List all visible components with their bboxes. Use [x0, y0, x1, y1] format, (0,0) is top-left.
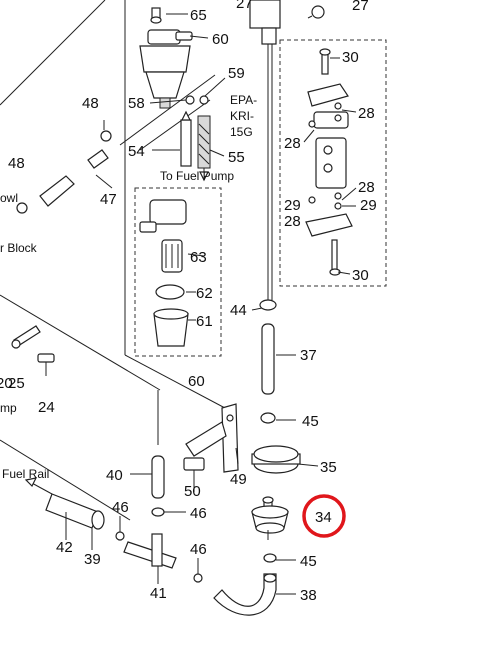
callout-45a: 45: [302, 413, 319, 430]
callout-29a: 29: [284, 197, 301, 214]
callout-65: 65: [190, 7, 207, 24]
callout-60b: 60: [188, 373, 205, 390]
callout-28d: 28: [284, 213, 301, 230]
callout-38: 38: [300, 587, 317, 604]
label-epa-line2: KRI-: [230, 109, 254, 123]
callout-62: 62: [196, 285, 213, 302]
callout-34: 34: [315, 509, 332, 526]
callout-63: 63: [190, 249, 207, 266]
label-bowl-fragment: owl: [0, 191, 18, 205]
fuel-rail-pipe: [24, 477, 105, 530]
callout-50: 50: [184, 483, 201, 500]
label-to-fuel-pump: To Fuel Pump: [160, 169, 234, 183]
callout-48a: 48: [82, 95, 99, 112]
callout-20: 20: [0, 375, 13, 392]
bracket-49: [185, 403, 239, 473]
label-epa-line3: 15G: [230, 125, 253, 139]
filter-kit-parts: [139, 199, 189, 347]
callout-54: 54: [128, 143, 145, 160]
fuel-pump-assembly: [305, 48, 353, 276]
callout-59: 59: [228, 65, 245, 82]
callout-24: 24: [38, 399, 55, 416]
label-pump-fragment: mp: [0, 401, 17, 415]
callout-58: 58: [128, 95, 145, 112]
callout-42: 42: [56, 539, 73, 556]
hose-38: [213, 553, 277, 616]
callout-40: 40: [106, 467, 123, 484]
callout-35: 35: [320, 459, 337, 476]
callout-numbers: 27 27 65 60 59 58 48 48 47 54 55 30 28 2…: [0, 0, 377, 604]
callout-39: 39: [84, 551, 101, 568]
callout-47: 47: [100, 191, 117, 208]
highlight-circle-34: [302, 494, 346, 538]
frame-lines: [0, 0, 226, 521]
callout-45b: 45: [300, 553, 317, 570]
callout-61: 61: [196, 313, 213, 330]
callout-28c: 28: [358, 179, 375, 196]
callout-48b: 48: [8, 155, 25, 172]
callout-49: 49: [230, 471, 247, 488]
callout-46a: 46: [112, 499, 129, 516]
label-epa-line1: EPA-: [230, 93, 257, 107]
fuel-filter-34: [251, 496, 289, 540]
label-block-fragment: r Block: [0, 241, 38, 255]
vertical-fuel-line: [249, 0, 325, 424]
callout-46c: 46: [190, 541, 207, 558]
bolt-50: [183, 457, 205, 484]
callout-29b: 29: [360, 197, 377, 214]
callout-46b: 46: [190, 505, 207, 522]
filter-kit-detail-box: [134, 187, 222, 357]
callout-28a: 28: [358, 105, 375, 122]
callout-27b: 27: [352, 0, 369, 14]
callout-60a: 60: [212, 31, 229, 48]
callout-44: 44: [230, 302, 247, 319]
callout-27a: 27: [236, 0, 253, 12]
callout-37: 37: [300, 347, 317, 364]
clamp-35: [251, 445, 301, 474]
callout-25: 25: [8, 375, 25, 392]
callout-leaders: [65, 13, 357, 595]
fuel-pump-detail-box: [279, 39, 387, 287]
callout-55: 55: [228, 149, 245, 166]
callout-28b: 28: [284, 135, 301, 152]
callout-41: 41: [150, 585, 167, 602]
hose-40-tee-41: [115, 455, 203, 583]
text-labels: To Fuel Pump EPA- KRI- 15G Fuel Rail owl…: [0, 93, 257, 481]
callout-30b: 30: [352, 267, 369, 284]
hose-54-and-screen-55: [180, 110, 211, 182]
callout-30a: 30: [342, 49, 359, 66]
fuel-filter-assembly: [139, 7, 209, 109]
label-fuel-rail: Fuel Rail: [2, 467, 49, 481]
hose-47-clamps-48: [16, 130, 112, 214]
left-bolt-and-bracket: [11, 325, 55, 376]
